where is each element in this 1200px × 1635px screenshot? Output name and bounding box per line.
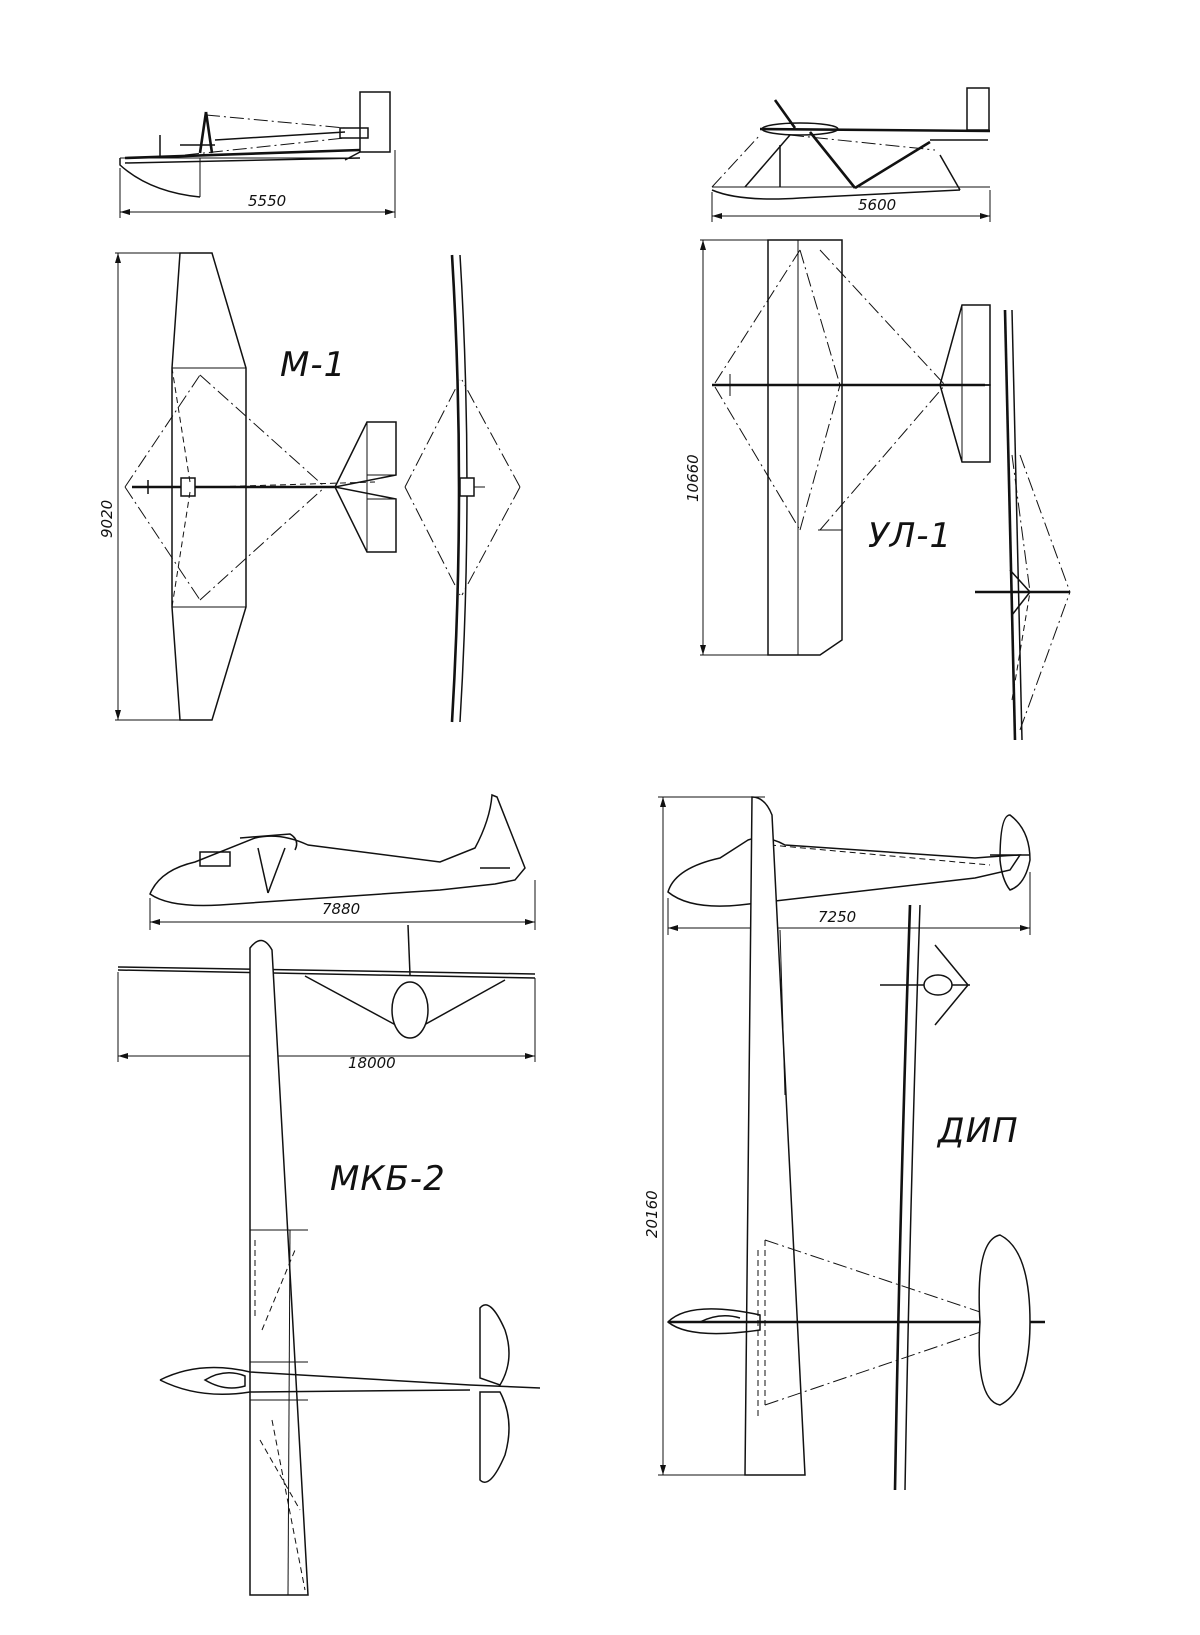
glider-ul1: 5600 10660 (684, 87, 1071, 741)
glider-dip: 7250 20160 (643, 796, 1045, 1491)
mkb2-side-view: 7880 (149, 793, 536, 930)
m1-label: М-1 (280, 345, 346, 385)
ul1-span-label: 10660 (684, 454, 702, 502)
m1-side-view: 5550 (119, 91, 396, 218)
ul1-label: УЛ-1 (868, 516, 952, 556)
mkb2-front-view: 18000 (117, 924, 536, 1072)
mkb2-label: МКБ-2 (330, 1159, 446, 1199)
dip-plan-view: 20160 (643, 796, 1045, 1476)
ul1-plan-view: 10660 (684, 239, 991, 656)
glider-m1: 5550 9020 (98, 91, 521, 723)
ul1-front-view (975, 309, 1071, 741)
dip-label: ДИП (936, 1111, 1019, 1151)
m1-length-label: 5550 (248, 192, 286, 210)
mkb2-span-label: 18000 (348, 1054, 396, 1072)
dip-front-view (880, 904, 970, 1491)
dip-length-label: 7250 (818, 908, 856, 926)
dip-side-view: 7250 (667, 814, 1031, 935)
glider-mkb2: 7880 18000 (117, 793, 541, 1596)
ul1-length-label: 5600 (858, 196, 896, 214)
m1-front-view (404, 254, 521, 723)
mkb2-plan-view (159, 939, 541, 1596)
mkb2-length-label: 7880 (322, 900, 360, 918)
dip-span-label: 20160 (643, 1190, 661, 1238)
ul1-side-view: 5600 (711, 87, 991, 222)
m1-span-label: 9020 (98, 500, 116, 538)
m1-plan-view: 9020 (98, 252, 397, 721)
